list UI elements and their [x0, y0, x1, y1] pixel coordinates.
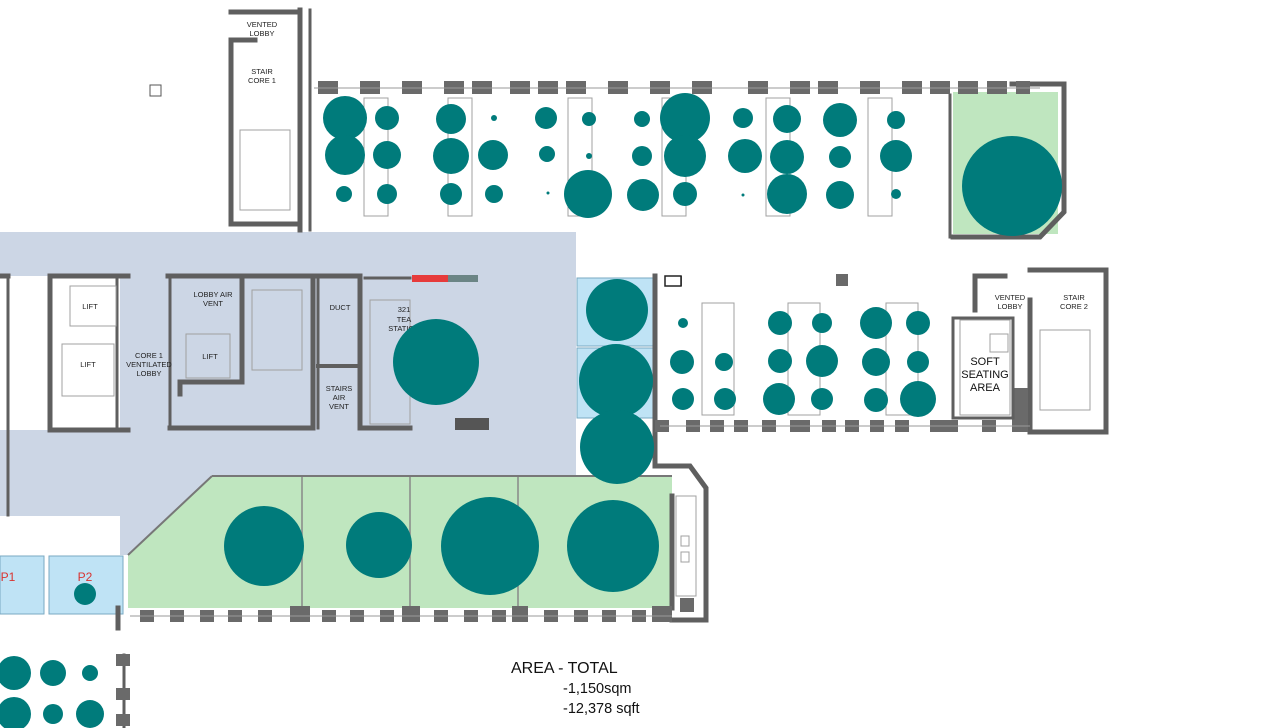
facade-piers-east [655, 274, 1028, 432]
label-tea-2: STATION [388, 324, 419, 333]
label-vented-lobby-top-2: LOBBY [249, 29, 274, 38]
tea-counter [455, 418, 489, 430]
occupancy-markers [0, 93, 1062, 728]
area-sqm: -1,150sqm [563, 681, 632, 697]
label-p2: P2 [78, 570, 93, 584]
label-soft-seating-2: SEATING [961, 369, 1008, 381]
label-stair-core-2-1: STAIR [1063, 293, 1085, 302]
label-lift-a: LIFT [82, 302, 98, 311]
label-tea-code: 321 [398, 305, 411, 314]
label-stair-core-2-2: CORE 2 [1060, 302, 1088, 311]
emergency-door [412, 275, 448, 282]
label-core1-1: CORE 1 [135, 351, 163, 360]
label-vented-lobby-top-1: VENTED [247, 20, 278, 29]
label-core1-2: VENTILATED [126, 360, 172, 369]
stair-core-2-enclosure [951, 316, 1015, 420]
label-lobby-air-vent-1: LOBBY AIR [193, 290, 233, 299]
small-box [664, 275, 682, 287]
label-vented-lobby-right-2: LOBBY [997, 302, 1022, 311]
area-summary: AREA - TOTAL -1,150sqm -12,378 sqft [511, 660, 640, 717]
circulation-area [0, 232, 576, 555]
label-soft-seating-1: SOFT [970, 356, 1000, 368]
label-stairs-air-vent-1: STAIRS [326, 384, 353, 393]
label-lift-b: LIFT [80, 360, 96, 369]
label-stairs-air-vent-3: VENT [329, 402, 349, 411]
door-closer [448, 275, 478, 282]
label-stair-core-1b: CORE 1 [248, 76, 276, 85]
area-sqft: -12,378 sqft [563, 701, 640, 717]
label-stair-core-1: STAIR [251, 67, 273, 76]
label-lobby-air-vent-2: VENT [203, 299, 223, 308]
marker-box [149, 84, 162, 97]
label-p1: P1 [1, 570, 16, 584]
label-duct: DUCT [330, 303, 351, 312]
label-vented-lobby-right-1: VENTED [995, 293, 1026, 302]
walls [0, 7, 1109, 728]
label-soft-seating-3: AREA [970, 382, 1001, 394]
area-title: AREA - TOTAL [511, 660, 618, 677]
label-lift-c: LIFT [202, 352, 218, 361]
label-core1-3: LOBBY [136, 369, 161, 378]
label-tea-1: TEA [397, 315, 412, 324]
label-stairs-air-vent-2: AIR [333, 393, 346, 402]
